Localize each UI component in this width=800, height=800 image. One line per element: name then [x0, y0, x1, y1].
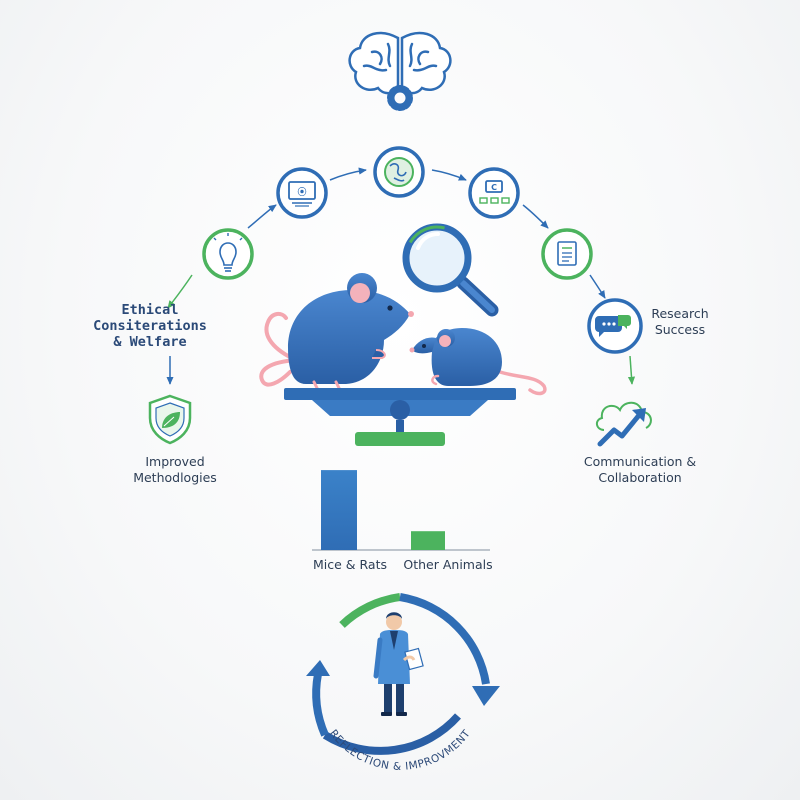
- improved-line-1: Improved: [145, 454, 205, 469]
- globe-icon: [373, 146, 425, 198]
- lightbulb-icon: [202, 228, 254, 280]
- large-mouse-illustration: [259, 273, 414, 392]
- presentation-icon: ⦿: [276, 167, 328, 219]
- brain-gear-icon: [348, 31, 452, 111]
- improved-methodologies-label: Improved Methodlogies: [105, 454, 245, 486]
- comm-line-2: Collaboration: [598, 470, 682, 485]
- flow-arrows: [166, 167, 636, 385]
- research-success-label: Research Success: [630, 306, 730, 338]
- research-line-1: Research: [651, 306, 709, 321]
- small-mouse-illustration: [409, 328, 547, 396]
- growth-cloud-icon: [596, 401, 652, 447]
- ethical-line-3: & Welfare: [113, 334, 187, 350]
- magnifier-icon: [402, 223, 499, 317]
- balance-scale: [284, 388, 516, 446]
- svg-text:C: C: [491, 183, 497, 192]
- comm-line-1: Communication &: [583, 454, 697, 469]
- document-icon: [541, 228, 593, 280]
- svg-text:⦿: ⦿: [297, 186, 306, 198]
- ethical-line-2: Consiterations: [93, 318, 207, 334]
- improved-line-2: Methodlogies: [133, 470, 217, 485]
- bar-other-animals: [411, 531, 445, 550]
- scientist-icon: [373, 612, 424, 716]
- shield-leaf-icon: [148, 394, 192, 445]
- research-line-2: Success: [654, 322, 706, 337]
- communication-collaboration-label: Communication & Collaboration: [560, 454, 720, 486]
- bar-mice-rats: [321, 470, 357, 550]
- bar-label-mice-rats: Mice & Rats: [313, 557, 387, 572]
- flowchart-icon: C: [468, 167, 520, 219]
- bar-chart: [312, 470, 490, 551]
- ethical-line-1: Ethical: [121, 302, 179, 318]
- ethical-considerations-label: Ethical Consiterations & Welfare: [60, 302, 240, 350]
- bar-label-other-animals: Other Animals: [403, 557, 493, 572]
- chat-bubbles-icon: [587, 298, 643, 354]
